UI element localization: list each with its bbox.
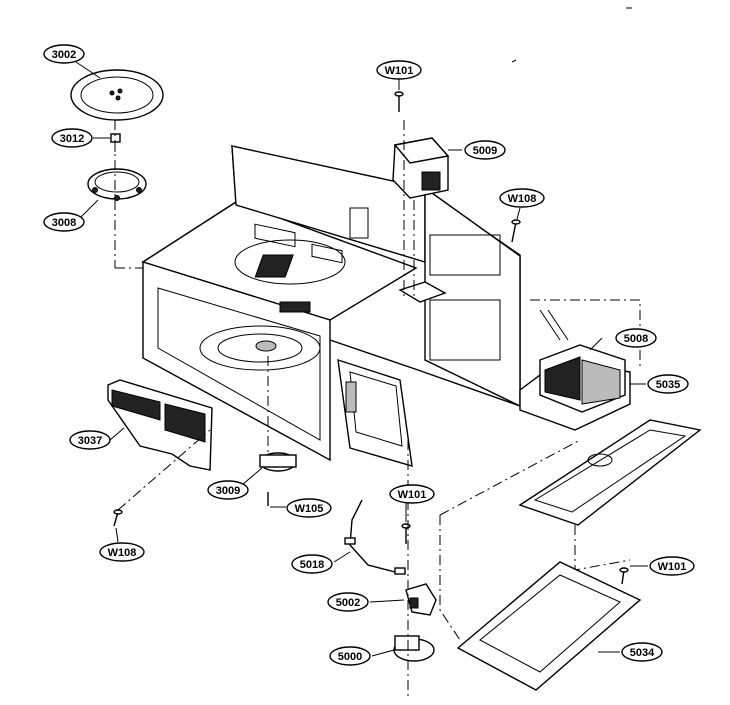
- part-label-5008: 5008: [615, 328, 657, 348]
- assembly-line-5008: [530, 299, 641, 370]
- roller-ring-3008: [87, 168, 147, 201]
- lamp-5000: [393, 635, 435, 662]
- part-label-5035: 5035: [647, 374, 689, 394]
- screw-w108-right: [511, 219, 521, 243]
- capacitor-5009: [392, 137, 450, 199]
- part-label-3037: 3037: [69, 430, 111, 450]
- svg-text:3008: 3008: [52, 217, 76, 229]
- turntable-motor-3009: [259, 452, 297, 506]
- assembly-line-cover: [439, 439, 581, 516]
- svg-text:5000: 5000: [338, 651, 362, 663]
- part-label-5018: 5018: [291, 554, 333, 574]
- switch-bracket: [337, 358, 413, 467]
- vent-grille-3037: [107, 379, 213, 471]
- assembly-line-5035: [574, 525, 631, 571]
- svg-text:3037: 3037: [78, 435, 102, 447]
- screw-w108-left: [113, 509, 123, 527]
- part-label-w105: W105: [286, 498, 332, 518]
- svg-text:3012: 3012: [60, 133, 84, 145]
- svg-text:5034: 5034: [630, 647, 655, 659]
- part-label-3002: 3002: [43, 44, 85, 64]
- screw-w101-mid: [401, 523, 411, 544]
- svg-text:3009: 3009: [216, 485, 240, 497]
- part-label-5034: 5034: [621, 642, 663, 662]
- assembly-line-w108-left: [117, 429, 211, 511]
- screw-w101-right: [619, 567, 629, 585]
- svg-text:W101: W101: [398, 489, 427, 501]
- part-label-w101-top: W101: [376, 60, 422, 80]
- svg-text:5002: 5002: [336, 597, 360, 609]
- assembly-line-cover-b: [439, 515, 461, 641]
- transformer-5008: [519, 309, 631, 431]
- svg-text:5009: 5009: [473, 145, 497, 157]
- svg-text:W101: W101: [658, 561, 687, 573]
- svg-text:W108: W108: [508, 193, 537, 205]
- svg-text:W101: W101: [385, 65, 414, 77]
- part-label-5000: 5000: [329, 646, 371, 666]
- wire-harness-5018: [344, 499, 406, 575]
- part-label-w101-right: W101: [649, 556, 695, 576]
- part-label-w108-left: W108: [99, 542, 145, 562]
- part-label-w101-mid: W101: [389, 484, 435, 504]
- svg-text:5008: 5008: [624, 333, 648, 345]
- turntable-tray-3002: [70, 69, 164, 121]
- part-label-3012: 3012: [51, 128, 93, 148]
- svg-text:5035: 5035: [656, 379, 680, 391]
- cover-plate-5034: [456, 561, 642, 691]
- base-plate-5035: [518, 419, 702, 526]
- screw-w101-top: [394, 91, 404, 112]
- svg-text:5018: 5018: [300, 559, 324, 571]
- part-label-5009: 5009: [464, 140, 506, 160]
- svg-text:W108: W108: [108, 547, 137, 559]
- part-label-3008: 3008: [43, 212, 85, 232]
- svg-text:3002: 3002: [52, 49, 76, 61]
- part-label-3009: 3009: [207, 480, 249, 500]
- part-label-5002: 5002: [327, 592, 369, 612]
- part-label-w108-right: W108: [499, 188, 545, 208]
- stray-mark: [511, 59, 517, 63]
- svg-text:W105: W105: [295, 503, 324, 515]
- bracket-5002: [405, 583, 437, 616]
- oven-cavity: [141, 145, 521, 462]
